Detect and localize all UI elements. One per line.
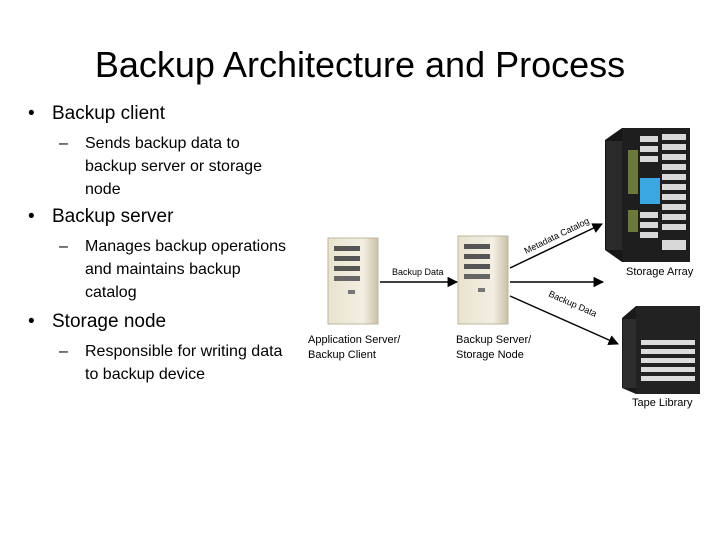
metadata-catalog-label: Metadata Catalog [522,216,590,256]
sub-line: Responsible for writing data [85,343,283,360]
label-line: Backup Server/ [456,334,532,346]
bullet-backup-server: • Backup server [28,206,173,228]
sub-line: catalog [85,284,137,301]
bullet-dot: • [28,103,35,124]
backup-server-label: Backup Server/ Storage Node [456,333,531,363]
storage-array-icon [605,128,690,262]
bullet-label: Storage node [52,311,167,332]
label-line: Application Server/ [308,334,401,346]
sub-line: to backup device [85,366,206,383]
sub-bullet-client: – Sends backup data to backup server or … [59,132,315,201]
label-line: Backup Client [308,349,376,361]
dash: – [59,343,68,360]
bullet-label: Backup server [52,206,174,227]
backup-data-diagonal-label: Backup Data [547,289,598,319]
tape-library-icon [622,306,700,394]
slide-title: Backup Architecture and Process [94,44,626,85]
tape-backup-arrow [509,295,619,345]
sub-bullet-storage: – Responsible for writing data to backup… [59,340,315,386]
backup-server-icon [457,235,509,325]
sub-line: node [85,181,121,198]
sub-line: and maintains backup [85,261,241,278]
metadata-catalog-arrow [509,223,603,269]
sub-line: Sends backup data to [85,135,240,152]
dash: – [59,135,68,152]
sub-bullet-server: – Manages backup operations and maintain… [59,235,315,304]
dash: – [59,238,68,255]
sub-line: Manages backup operations [85,238,287,255]
bullet-storage-node: • Storage node [28,311,166,333]
application-server-icon [327,237,379,325]
app-server-label: Application Server/ Backup Client [308,333,400,363]
sub-line: backup server or storage [85,158,262,175]
bullet-label: Backup client [52,103,166,124]
label-line: Storage Node [456,349,524,361]
backup-data-label: Backup Data [392,267,444,277]
bullet-backup-client: • Backup client [28,103,165,125]
tape-library-label: Tape Library [632,397,693,409]
storage-array-label: Storage Array [626,266,694,278]
bullet-dot: • [28,206,35,227]
bullet-dot: • [28,311,35,332]
